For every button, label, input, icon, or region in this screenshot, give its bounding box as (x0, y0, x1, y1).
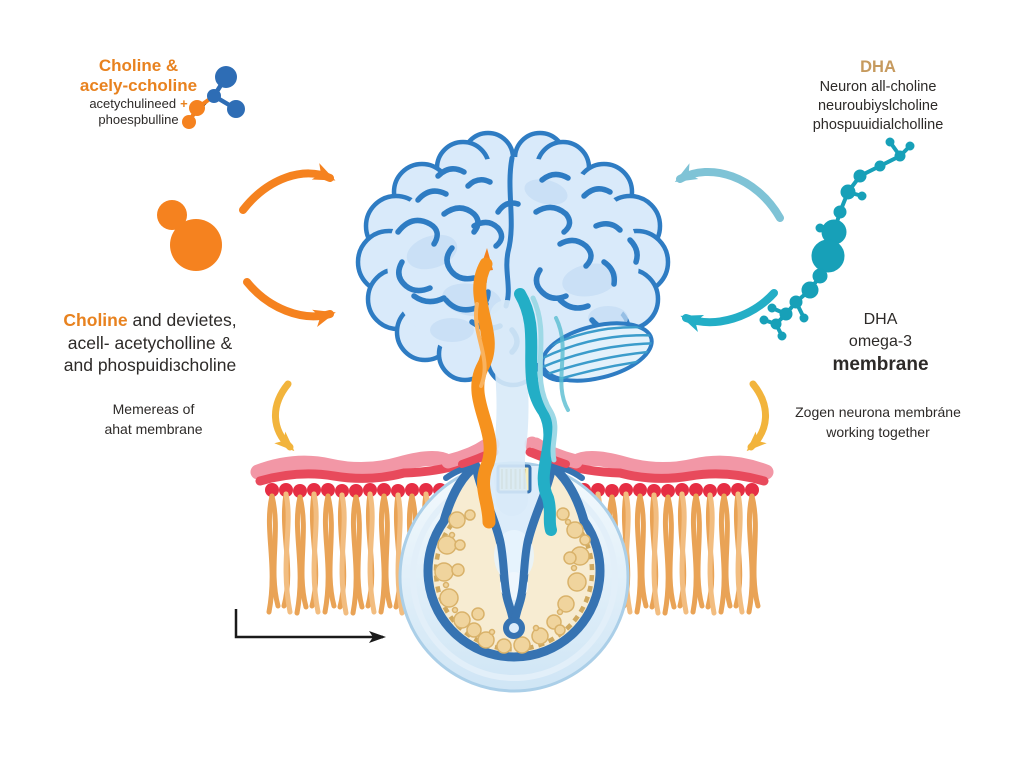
label-dha-mid-right: DHA omega-3 membrane (792, 309, 969, 377)
label-line: Memereas of (112, 401, 195, 417)
teal-stream (514, 288, 557, 536)
label-line: and phospuidiзcholine (63, 355, 237, 375)
label-line: membrane (832, 354, 929, 375)
label-line: acell- acetycholline & (67, 332, 233, 353)
label-choline-top-left: Choline & acely-ccholine acetychulineed+… (36, 56, 241, 128)
choline-molecule-icon (182, 66, 245, 129)
label-line: phoespbulline (98, 112, 179, 127)
orange-stream (471, 257, 497, 529)
label-membrane-lower-right: Zogen neurona membráne working together (760, 402, 996, 442)
curved-arrow-teal-bottom-icon (680, 289, 778, 332)
curved-arrow-yellow-left-icon (272, 380, 295, 452)
label-line: Neuron all-choline (819, 79, 937, 95)
label-line: working together (826, 424, 930, 440)
pointer-arrow-black-icon (234, 609, 386, 643)
label-membrane-lower-left: Memereas of ahat membrane (56, 399, 251, 439)
dha-molecule-icon (759, 137, 915, 341)
curved-arrow-orange-bottom-icon (243, 278, 336, 328)
label-dha-top-right: DHA Neuron all-choline neuroubiyslcholin… (766, 57, 990, 135)
label-line: acetychulineed+ (89, 96, 188, 111)
label-line: ahat membrane (104, 421, 203, 437)
brain-central-groove (503, 155, 515, 309)
synaptic-vesicle (398, 437, 630, 693)
label-line: DHA (860, 58, 896, 76)
label-choline-mid-left: Choline and devietes, acell- acetycholli… (34, 309, 266, 377)
curved-arrow-teal-top-icon (674, 163, 784, 222)
label-line: omega-3 (848, 333, 913, 350)
orange-molecule-icon (157, 200, 222, 271)
curved-arrow-yellow-right-icon (746, 380, 769, 452)
label-line: Choline and devietes, (63, 310, 237, 330)
label-line: Choline & (98, 56, 179, 75)
label-line: DHA (863, 311, 898, 328)
label-line: neuroubiyslcholine (817, 98, 939, 114)
label-line: Zogen neurona membráne (795, 404, 961, 420)
brainstem-streams (471, 248, 570, 536)
label-line: phospuuidialcholline (812, 117, 944, 133)
curved-arrow-orange-top-icon (239, 163, 336, 214)
label-line: acely-ccholine (79, 76, 198, 95)
